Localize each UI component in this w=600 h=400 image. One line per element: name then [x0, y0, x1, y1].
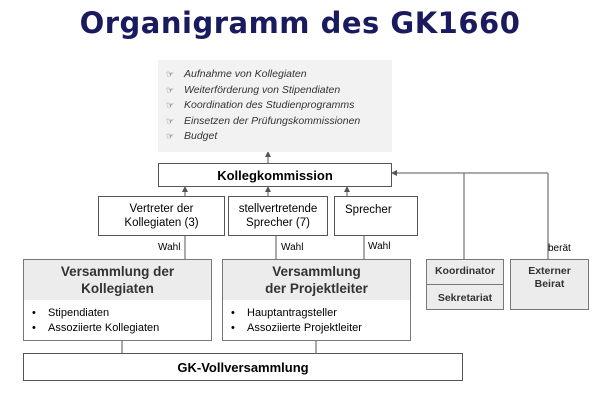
assembly-title: Versammlung der Projektleiter [223, 260, 410, 300]
externer-beirat-box: Externer Beirat [510, 259, 589, 310]
rep-label-line: Kollegiaten (3) [124, 217, 199, 229]
edge-label-wahl: Wahl [368, 241, 391, 252]
assembly-title-line: Versammlung [272, 264, 361, 279]
assembly-title-line: Kollegiaten [81, 281, 154, 296]
duty-item: ☞Budget [166, 129, 392, 145]
duty-item: ☞Einsetzen der Prüfungskommissionen [166, 114, 392, 130]
member-list: Hauptantragsteller Assoziierte Projektle… [223, 300, 410, 336]
pointing-hand-icon: ☞ [166, 69, 175, 79]
koordinator-label: Koordinator [427, 260, 503, 285]
vertreter-kollegiaten-box: Vertreter der Kollegiaten (3) [98, 196, 225, 236]
member-item: Assoziierte Kollegiaten [32, 321, 211, 336]
edge-label-wahl: Wahl [281, 242, 304, 253]
page-title: Organigramm des GK1660 [79, 6, 521, 40]
duties-box: ☞Aufnahme von Kollegiaten ☞Weiterförderu… [158, 60, 392, 152]
versammlung-kollegiaten-box: Versammlung der Kollegiaten Stipendiaten… [23, 259, 212, 341]
rep-label-line: stellvertretende [238, 203, 318, 215]
kollegkommission-box: Kollegkommission [158, 163, 392, 187]
sprecher-box: Sprecher [334, 196, 418, 236]
assembly-title-line: Versammlung der [60, 264, 175, 279]
pointing-hand-icon: ☞ [166, 100, 175, 111]
edge-label-beraet: berät [548, 243, 571, 254]
rep-label-line: Sprecher [345, 204, 392, 216]
beirat-label-line: Externer [528, 265, 571, 277]
member-item: Assoziierte Projektleiter [231, 321, 410, 336]
pointing-hand-icon: ☞ [166, 115, 175, 126]
assembly-title: Versammlung der Kollegiaten [24, 260, 211, 300]
rep-label-line: Sprecher (7) [246, 217, 310, 229]
sekretariat-label: Sekretariat [437, 292, 493, 304]
member-item: Hauptantragsteller [231, 306, 410, 321]
duty-item: ☞Aufnahme von Kollegiaten [166, 67, 392, 83]
koordinator-sekretariat-box: Koordinator Sekretariat [426, 259, 504, 310]
member-list: Stipendiaten Assoziierte Kollegiaten [24, 300, 211, 336]
beirat-label-line: Beirat [534, 278, 565, 290]
rep-label-line: Vertreter der [129, 203, 194, 215]
member-item: Stipendiaten [32, 306, 211, 321]
versammlung-projektleiter-box: Versammlung der Projektleiter Hauptantra… [222, 259, 411, 341]
duty-item: ☞Koordination des Studienprogramms [166, 98, 392, 114]
pointing-hand-icon: ☞ [166, 131, 175, 142]
stellvertretende-sprecher-box: stellvertretende Sprecher (7) [228, 196, 328, 236]
pointing-hand-icon: ☞ [166, 84, 175, 95]
gk-vollversammlung-box: GK-Vollversammlung [23, 353, 463, 381]
assembly-title-line: der Projektleiter [265, 281, 368, 296]
duty-item: ☞Weiterförderung von Stipendiaten [166, 83, 392, 99]
edge-label-wahl: Wahl [158, 242, 181, 253]
